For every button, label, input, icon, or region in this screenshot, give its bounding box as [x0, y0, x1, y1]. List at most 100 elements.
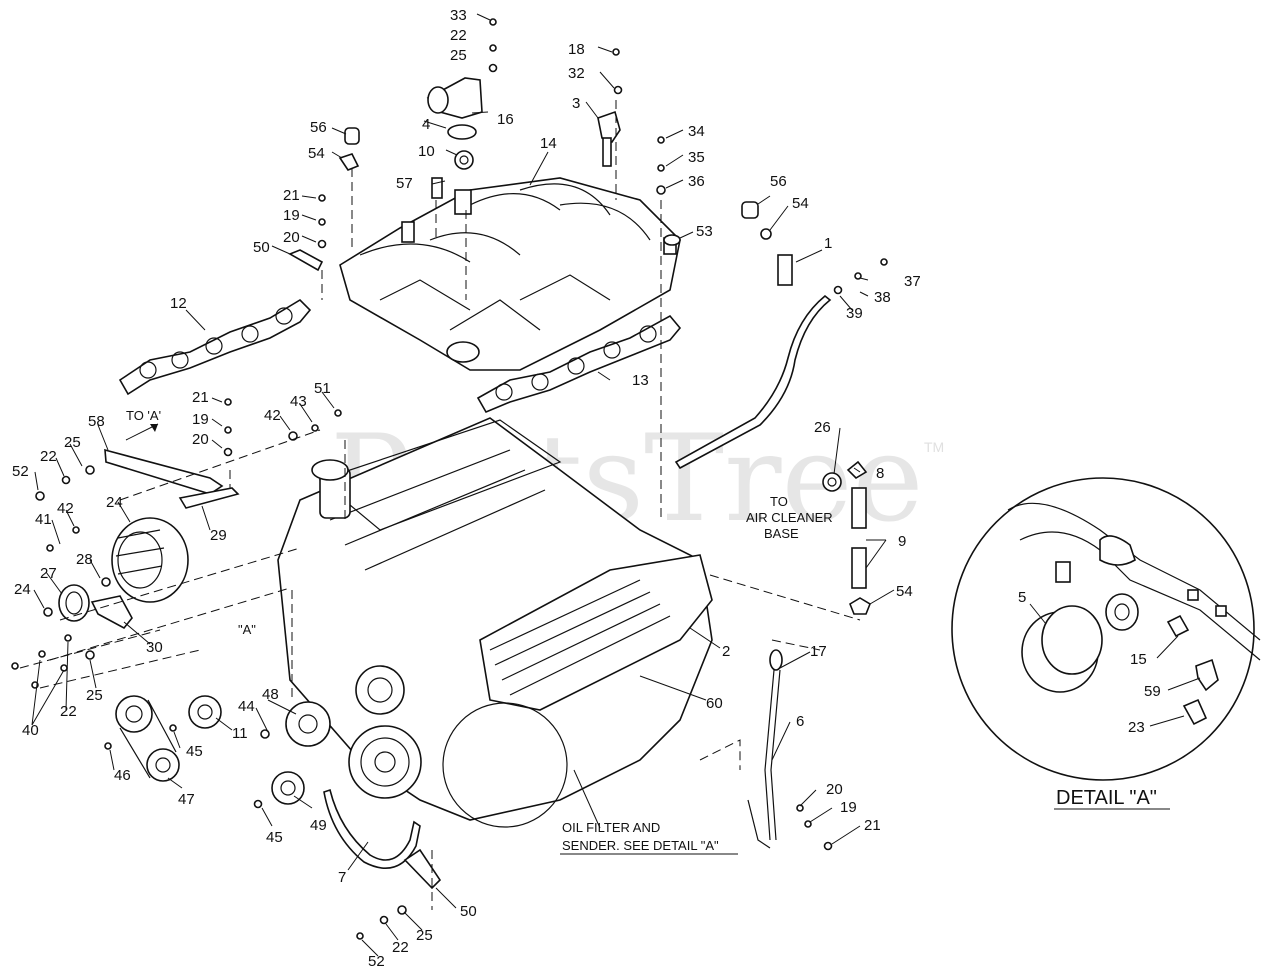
callout-49: 49 [310, 817, 327, 834]
note-to-air-cleaner-line3: BASE [764, 526, 799, 541]
callout-25: 25 [450, 47, 467, 64]
callout-28: 28 [76, 551, 93, 568]
callout-14: 14 [540, 135, 557, 152]
callout-25: 25 [64, 434, 81, 451]
callout-47: 47 [178, 791, 195, 808]
callout-24: 24 [106, 494, 123, 511]
callout-29: 29 [210, 527, 227, 544]
callout-54: 54 [792, 195, 809, 212]
callout-37: 37 [904, 273, 921, 290]
belt-pulleys [115, 665, 422, 805]
to-a-arrow [125, 423, 159, 441]
callout-45: 45 [266, 829, 283, 846]
callout-36: 36 [688, 173, 705, 190]
thermostat-housing [426, 77, 483, 199]
callout-43: 43 [290, 393, 307, 410]
callout-56: 56 [310, 119, 327, 136]
callout-8: 8 [876, 465, 884, 482]
callout-24: 24 [14, 581, 31, 598]
callout-26: 26 [814, 419, 831, 436]
intake-gasket-right [476, 314, 682, 414]
callout-7: 7 [338, 869, 346, 886]
callout-45: 45 [186, 743, 203, 760]
intake-gasket-left [118, 298, 312, 396]
callout-20: 20 [192, 431, 209, 448]
callout-15: 15 [1130, 651, 1147, 668]
breather-tube [674, 201, 832, 470]
callout-53: 53 [696, 223, 713, 240]
note-to-air-cleaner-line2: AIR CLEANER [746, 510, 833, 525]
callout-58: 58 [88, 413, 105, 430]
small-hardware [11, 18, 888, 940]
callout-21: 21 [192, 389, 209, 406]
callout-42: 42 [264, 407, 281, 424]
callout-54: 54 [896, 583, 913, 600]
callout-59: 59 [1144, 683, 1161, 700]
callout-34: 34 [688, 123, 705, 140]
bracket-lower [403, 848, 442, 890]
callout-10: 10 [418, 143, 435, 160]
callout-46: 46 [114, 767, 131, 784]
callout-50: 50 [460, 903, 477, 920]
detail-a-view [951, 477, 1261, 781]
callout-5: 5 [1018, 589, 1026, 606]
alternator [58, 448, 240, 630]
callout-19: 19 [840, 799, 857, 816]
callout-21: 21 [864, 817, 881, 834]
callout-19: 19 [192, 411, 209, 428]
callout-13: 13 [632, 372, 649, 389]
callout-25: 25 [86, 687, 103, 704]
callout-39: 39 [846, 305, 863, 322]
note-to-air-cleaner-line1: TO [770, 494, 788, 509]
callout-22: 22 [450, 27, 467, 44]
callout-54: 54 [308, 145, 325, 162]
diagram-notes: TO 'A' "A" TO AIR CLEANER BASE OIL FILTE… [126, 408, 833, 855]
callout-40: 40 [22, 722, 39, 739]
note-a-marker: "A" [238, 622, 256, 637]
oil-filter-callout-circle [442, 702, 568, 828]
serpentine-belt [323, 788, 421, 870]
assembly-lines [19, 100, 861, 910]
callout-52: 52 [12, 463, 29, 480]
callout-20: 20 [826, 781, 843, 798]
callout-60: 60 [706, 695, 723, 712]
detail-a-title: DETAIL "A" [1056, 787, 1157, 809]
callout-1: 1 [824, 235, 832, 252]
callout-27: 27 [40, 565, 57, 582]
dipstick [747, 649, 783, 849]
callout-22: 22 [392, 939, 409, 956]
callout-44: 44 [238, 698, 255, 715]
callout-3: 3 [572, 95, 580, 112]
callout-labels: 33 22 25 16 4 10 57 18 32 3 14 34 35 36 … [12, 7, 1161, 970]
callout-6: 6 [796, 713, 804, 730]
callout-21: 21 [283, 187, 300, 204]
callout-18: 18 [568, 41, 585, 58]
note-oil-filter-line1: OIL FILTER AND [562, 820, 660, 835]
callout-38: 38 [874, 289, 891, 306]
callout-56: 56 [770, 173, 787, 190]
note-oil-filter-line2: SENDER. SEE DETAIL "A" [562, 838, 719, 853]
callout-42: 42 [57, 500, 74, 517]
callout-32: 32 [568, 65, 585, 82]
note-to-a: TO 'A' [126, 408, 161, 423]
callout-22: 22 [60, 703, 77, 720]
callout-20: 20 [283, 229, 300, 246]
engine-block [277, 417, 713, 821]
callout-25: 25 [416, 927, 433, 944]
callout-2: 2 [722, 643, 730, 660]
callout-51: 51 [314, 380, 331, 397]
callout-48: 48 [262, 686, 279, 703]
callout-57: 57 [396, 175, 413, 192]
watermark-trademark: TM [924, 439, 944, 455]
callout-50: 50 [253, 239, 270, 256]
callout-9: 9 [898, 533, 906, 550]
callout-22: 22 [40, 448, 57, 465]
callout-52: 52 [368, 953, 385, 970]
callout-35: 35 [688, 149, 705, 166]
callout-16: 16 [497, 111, 514, 128]
callout-30: 30 [146, 639, 163, 656]
callout-4: 4 [422, 116, 430, 133]
callout-41: 41 [35, 511, 52, 528]
intake-manifold [339, 177, 681, 371]
